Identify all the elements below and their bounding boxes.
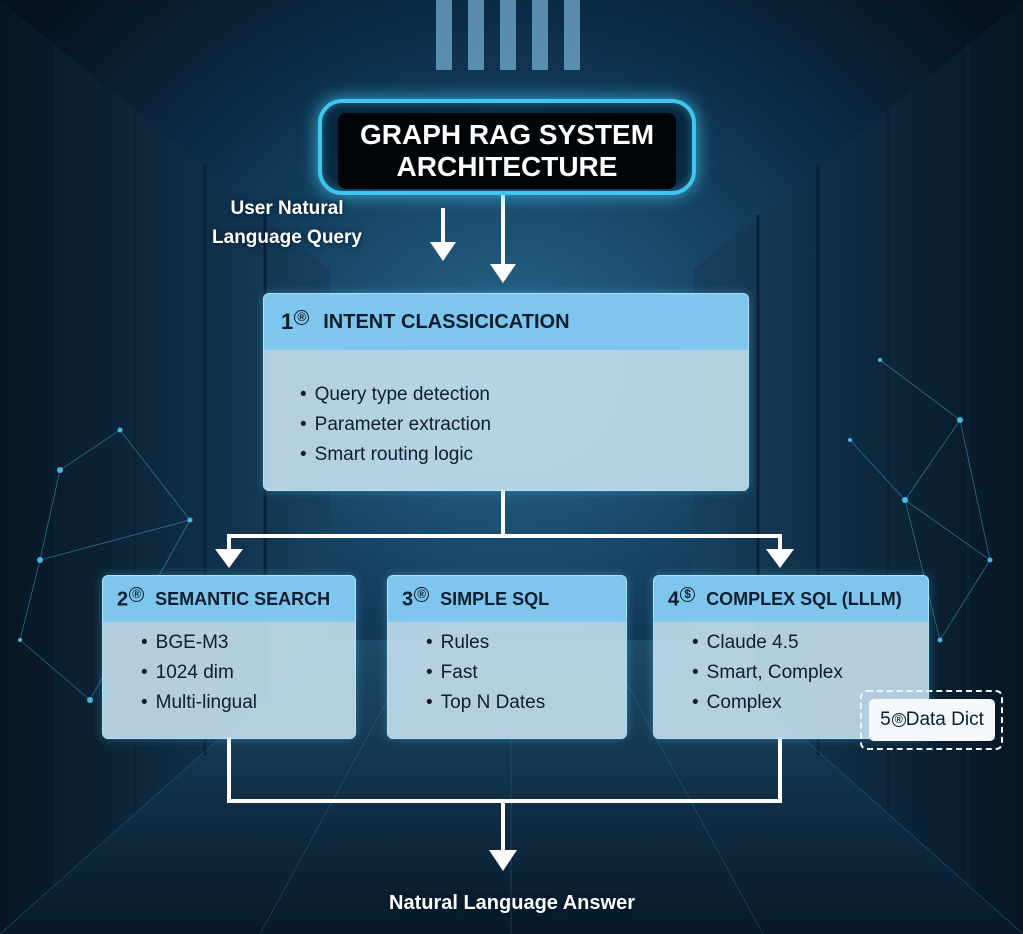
step-marker: ®	[891, 713, 906, 727]
step-marker: ®	[129, 586, 145, 602]
data-dict-frame	[860, 690, 1003, 750]
step-title: INTENT CLASSICICATION	[323, 310, 570, 333]
list-item: BGE-M3	[141, 628, 355, 658]
step-number: 1®	[281, 309, 310, 335]
semantic-search-box: 2® SEMANTIC SEARCH BGE-M3 1024 dim Multi…	[102, 575, 356, 739]
step-title: COMPLEX SQL (LLLM)	[706, 588, 902, 609]
step-title: SIMPLE SQL	[440, 588, 550, 609]
list-item: Complex	[692, 688, 928, 718]
simple-sql-box: 3® SIMPLE SQL Rules Fast Top N Dates	[387, 575, 627, 739]
list-item: Top N Dates	[426, 688, 626, 718]
list-item: Rules	[426, 628, 626, 658]
step-marker: ®	[414, 586, 430, 602]
intent-list: Query type detection Parameter extractio…	[264, 350, 748, 470]
step-number: 5	[880, 709, 891, 730]
simple-list: Rules Fast Top N Dates	[388, 622, 626, 718]
list-item: Multi-lingual	[141, 688, 355, 718]
semantic-header: 2® SEMANTIC SEARCH	[103, 576, 355, 622]
intent-classification-box: 1® INTENT CLASSICICATION Query type dete…	[263, 293, 749, 491]
step-number: 3®	[402, 586, 430, 612]
complex-list: Claude 4.5 Smart, Complex Complex	[654, 622, 928, 718]
list-item: 1024 dim	[141, 658, 355, 688]
list-item: Parameter extraction	[300, 410, 748, 440]
complex-header: 4$ COMPLEX SQL (LLLM)	[654, 576, 928, 622]
step-number: 2®	[117, 586, 145, 612]
list-item: Claude 4.5	[692, 628, 928, 658]
semantic-list: BGE-M3 1024 dim Multi-lingual	[103, 622, 355, 718]
data-dict-chip: 5®Data Dict	[869, 699, 995, 741]
output-label: Natural Language Answer	[389, 892, 635, 914]
step-marker: ®	[294, 309, 310, 325]
data-dict-label: Data Dict	[905, 709, 984, 730]
step-title: SEMANTIC SEARCH	[155, 588, 331, 609]
list-item: Smart, Complex	[692, 658, 928, 688]
diagram-title: GRAPH RAG SYSTEM ARCHITECTURE	[338, 113, 676, 189]
simple-header: 3® SIMPLE SQL	[388, 576, 626, 622]
step-marker: $	[680, 586, 696, 602]
list-item: Fast	[426, 658, 626, 688]
list-item: Query type detection	[300, 380, 748, 410]
input-label: User Natural Language Query	[212, 198, 362, 248]
intent-header: 1® INTENT CLASSICICATION	[264, 294, 748, 350]
step-number: 4$	[668, 586, 696, 612]
list-item: Smart routing logic	[300, 440, 748, 470]
